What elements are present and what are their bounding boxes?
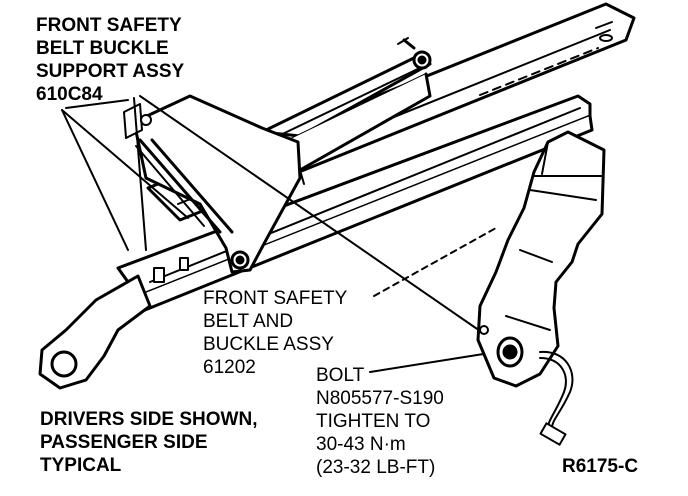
support-assy-part-number: 610C84: [36, 84, 103, 105]
support-assy-line-2: BELT BUCKLE: [36, 38, 169, 59]
bolt-part-number: N805577-S190: [316, 388, 444, 409]
leader-lines: [61, 95, 497, 373]
note-line-3: TYPICAL: [40, 455, 122, 476]
support-assy-line-1: FRONT SAFETY: [36, 15, 182, 36]
figure-id: R6175-C: [562, 456, 639, 477]
bolt-line-3: TIGHTEN TO: [316, 411, 431, 432]
drivers-side-note: DRIVERS SIDE SHOWN, PASSENGER SIDE TYPIC…: [40, 408, 257, 477]
note-line-1: DRIVERS SIDE SHOWN,: [40, 409, 258, 430]
bolt-label: BOLT N805577-S190 TIGHTEN TO 30-43 N·m (…: [316, 364, 444, 479]
support-cable-bundle: [135, 138, 234, 234]
belt-assy-line-2: BELT AND: [203, 311, 294, 332]
belt-assy-line-1: FRONT SAFETY: [203, 288, 348, 309]
buckle-sensor-wire: [539, 350, 574, 446]
support-assy-label: FRONT SAFETY BELT BUCKLE SUPPORT ASSY 61…: [36, 14, 184, 106]
belt-assy-part-number: 61202: [203, 357, 256, 378]
belt-assy-label: FRONT SAFETY BELT AND BUCKLE ASSY 61202: [203, 287, 347, 379]
seat-belt-buckle-assy: [476, 130, 606, 388]
front-bracket: [38, 257, 189, 390]
bolt-torque-imperial: (23-32 LB-FT): [316, 457, 436, 478]
note-line-2: PASSENGER SIDE: [40, 432, 208, 453]
support-assy-line-3: SUPPORT ASSY: [36, 61, 185, 82]
bolt-torque-metric: 30-43 N·m: [316, 434, 406, 455]
belt-assy-line-3: BUCKLE ASSY: [203, 334, 334, 355]
bolt-line-1: BOLT: [316, 365, 365, 386]
